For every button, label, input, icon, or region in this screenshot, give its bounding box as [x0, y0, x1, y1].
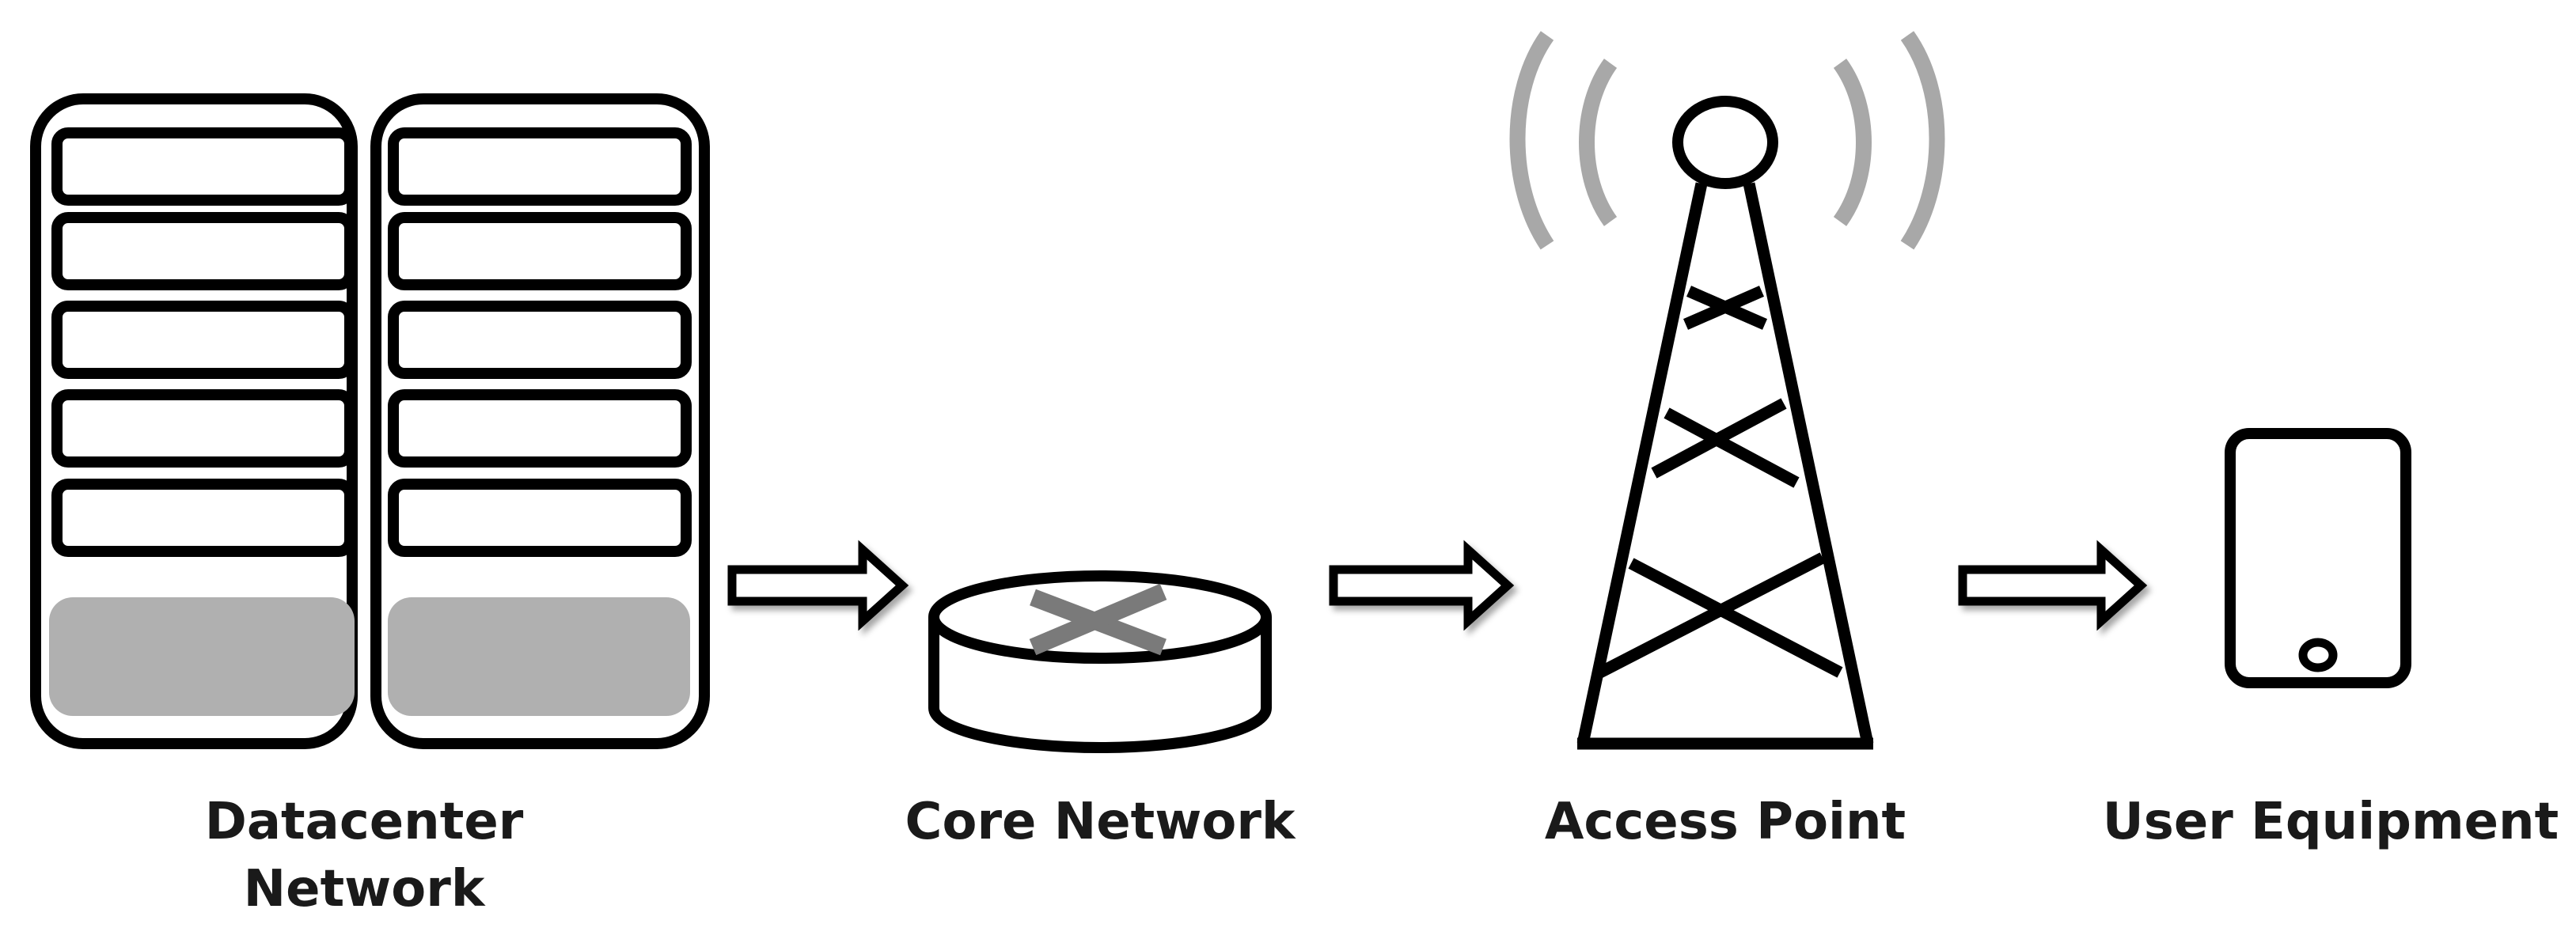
- server-unit: [51, 389, 355, 468]
- mobile-phone-icon: [2225, 428, 2411, 688]
- access-point-label: Access Point: [1545, 793, 1906, 851]
- cell-tower-icon: [1509, 31, 1945, 750]
- server-unit: [388, 479, 692, 557]
- router-x-mark: [1029, 583, 1167, 656]
- arrow-right-icon: [1958, 540, 2148, 631]
- server-unit: [388, 389, 692, 468]
- core-network-label: Core Network: [905, 793, 1296, 851]
- signal-waves-icon: [1509, 31, 1945, 250]
- arrow-right-icon: [1329, 540, 1515, 631]
- user-equipment-label: User Equipment: [2103, 793, 2559, 851]
- server-unit: [51, 301, 355, 379]
- arrow-right-icon: [727, 540, 909, 631]
- datacenter-label-line1: Datacenter: [205, 793, 524, 851]
- server-unit: [388, 212, 692, 290]
- server-unit: [388, 127, 692, 206]
- server-rack-icon: [30, 93, 710, 749]
- server-unit: [51, 479, 355, 557]
- server-base: [49, 597, 355, 716]
- server-unit: [51, 127, 355, 206]
- home-button: [2298, 638, 2338, 672]
- datacenter-label-line2: Network: [244, 860, 486, 918]
- server-unit: [51, 212, 355, 290]
- server-unit: [388, 301, 692, 379]
- server-rack-right: [370, 93, 710, 749]
- server-rack-left: [30, 93, 358, 749]
- server-base: [388, 597, 690, 716]
- router-icon: [928, 570, 1272, 753]
